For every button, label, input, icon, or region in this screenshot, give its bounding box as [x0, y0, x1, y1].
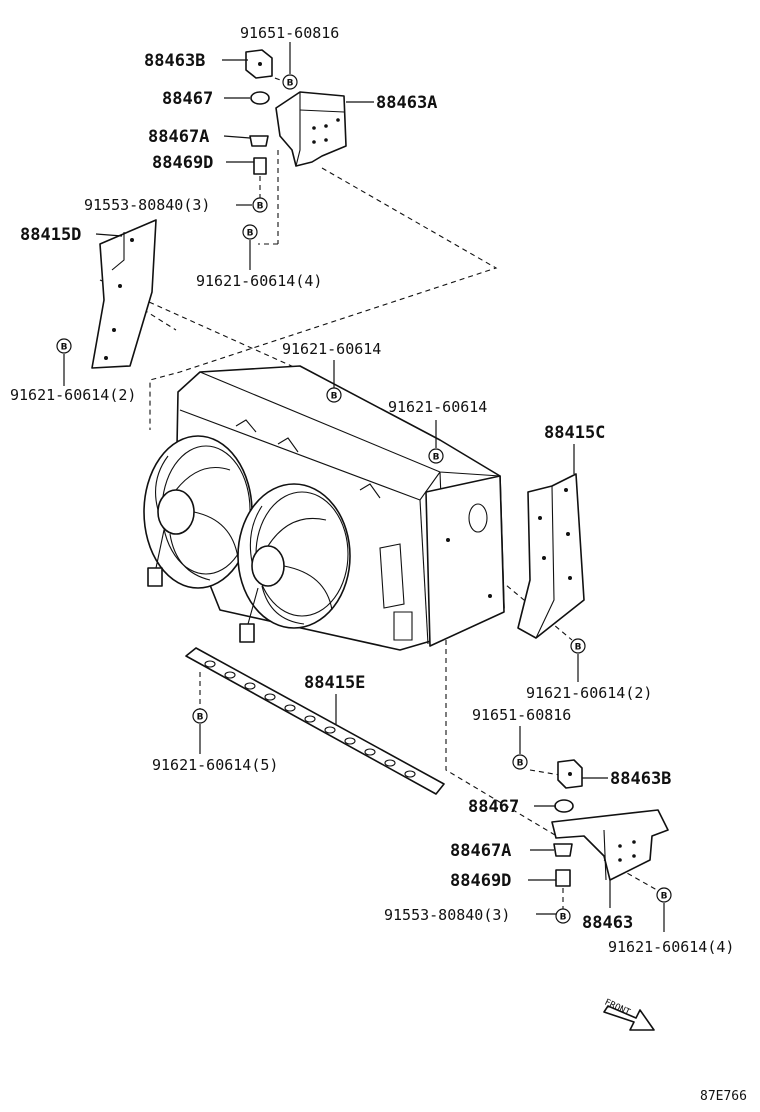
bracket-88463: [551, 809, 669, 881]
seal-88415C: [517, 473, 585, 639]
collar-88469D-bottom: [555, 869, 571, 887]
label-91621-60614-2-left: 91621-60614(2): [10, 386, 136, 404]
bolt-91621-mid-left: [326, 387, 342, 403]
seal-88415D: [91, 219, 157, 369]
bolt-91651-bottom: [512, 754, 528, 770]
label-91621-60614-mid-right: 91621-60614: [388, 398, 487, 416]
label-88469D-top: 88469D: [152, 153, 213, 173]
upper-bracket-88463A: [275, 91, 347, 167]
label-88463B-bottom: 88463B: [610, 769, 671, 789]
bolt-91621-2-right: [570, 638, 586, 654]
front-direction-arrow: FRONT: [603, 998, 655, 1031]
label-88467A-bottom: 88467A: [450, 841, 511, 861]
label-91553-80840-top: 91553-80840(3): [84, 196, 210, 214]
bolt-91621-mid-right: [428, 448, 444, 464]
grommet-88467-top: [250, 91, 270, 105]
small-bracket-88463B-top: [245, 49, 273, 79]
small-bracket-88463B-bottom: [557, 759, 583, 789]
bolt-91621-4-top: [242, 224, 258, 240]
bolt-91651-top: [282, 74, 298, 90]
label-91621-60614-mid-left: 91621-60614: [282, 340, 381, 358]
label-91651-60816-bottom: 91651-60816: [472, 706, 571, 724]
bolt-91621-4-bottom: [656, 887, 672, 903]
label-88415E: 88415E: [304, 673, 365, 693]
cushion-88467A-bottom: [553, 843, 573, 857]
label-88463: 88463: [582, 913, 633, 933]
fan-shroud-assembly: [143, 365, 505, 651]
seal-strip-88415E: [185, 647, 445, 795]
bolt-91621-5: [192, 708, 208, 724]
part-labels: 91651-60816 88463B 88467 88463A 88467A 8…: [10, 24, 734, 956]
label-91621-60614-2-right: 91621-60614(2): [526, 684, 652, 702]
cushion-88467A-top: [249, 135, 269, 147]
bolt-91553-bottom: [555, 908, 571, 924]
label-88467-bottom: 88467: [468, 797, 519, 817]
label-91621-60614-5: 91621-60614(5): [152, 756, 278, 774]
label-91621-60614-4-bottom: 91621-60614(4): [608, 938, 734, 956]
figure-code: 87E766: [700, 1089, 747, 1104]
label-88467-top: 88467: [162, 89, 213, 109]
label-88463A: 88463A: [376, 93, 437, 113]
label-88415C: 88415C: [544, 423, 605, 443]
label-91553-80840-bottom: 91553-80840(3): [384, 906, 510, 924]
leader-lines: [63, 42, 665, 932]
label-88463B-top: 88463B: [144, 51, 205, 71]
label-91621-60614-4-top: 91621-60614(4): [196, 272, 322, 290]
grommet-88467-bottom: [554, 799, 574, 813]
collar-88469D-top: [253, 157, 267, 175]
label-91651-60816-top: 91651-60816: [240, 24, 339, 42]
bolt-91553-top: [252, 197, 268, 213]
label-88415D: 88415D: [20, 225, 81, 245]
label-88467A-top: 88467A: [148, 127, 209, 147]
label-88469D-bottom: 88469D: [450, 871, 511, 891]
bolt-91621-2-left: [56, 338, 72, 354]
